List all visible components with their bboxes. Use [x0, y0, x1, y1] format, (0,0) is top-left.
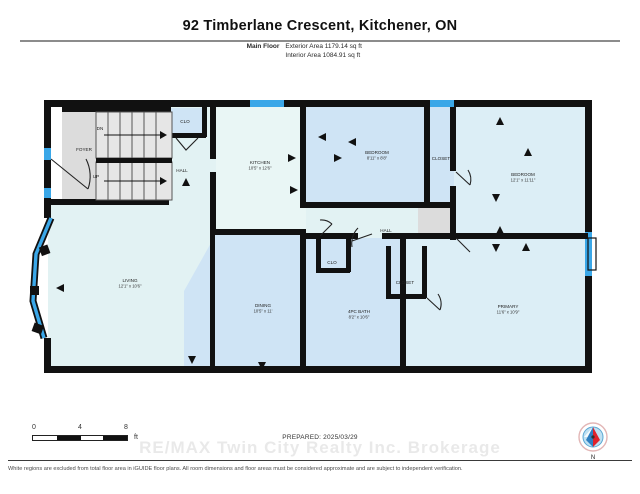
room-label: HALL	[176, 168, 188, 173]
room-name: BEDROOM	[365, 150, 389, 155]
room-name: LIVING	[122, 278, 137, 283]
room-name: DN	[97, 126, 104, 131]
room-name: HALL	[176, 168, 188, 173]
footer-disclaimer: White regions are excluded from total fl…	[8, 466, 463, 472]
room-dimensions: 12'1" x 11'11"	[511, 177, 536, 182]
room-name: FOYER	[76, 147, 93, 152]
room-label: HALL	[380, 228, 392, 233]
room-dimensions: 12'1" x 10'6"	[119, 283, 142, 288]
scale-seg-2	[103, 436, 127, 440]
room-name: HALL	[380, 228, 392, 233]
exterior-area: Exterior Area 1179.14 sq ft	[285, 43, 362, 50]
room-dimensions: 8'11" x 8'8"	[367, 155, 388, 160]
scale-tick-2: 8	[124, 424, 128, 431]
floor-label: Main Floor	[246, 43, 280, 50]
room-name: CLOSET	[396, 280, 415, 285]
room-label: CLOSET	[396, 280, 415, 285]
room-label: FOYER	[76, 147, 93, 152]
room-name: CLO	[180, 119, 190, 124]
room-name: UP	[93, 174, 99, 179]
room-label: CLOSET	[432, 156, 451, 161]
scale-bar: 0 4 8 ft	[32, 424, 152, 450]
scale-ticks: 0 4 8	[32, 424, 152, 434]
footer-divider	[8, 460, 632, 461]
room-label: CLO	[327, 260, 337, 265]
room-name: CLO	[327, 260, 337, 265]
scale-tick-0: 0	[32, 424, 36, 431]
room-label: DN	[97, 126, 104, 131]
room-name: KITCHEN	[250, 160, 270, 165]
page-title: 92 Timberlane Crescent, Kitchener, ON	[182, 18, 458, 34]
room-label: CLO	[180, 119, 190, 124]
direction-markers	[56, 117, 532, 370]
room-name: PRIMARY	[498, 304, 519, 309]
door-arcs	[50, 137, 472, 311]
room-dimensions: 10'5" x 11'	[254, 308, 273, 313]
scale-bar-track	[32, 435, 128, 441]
compass-rose: N	[576, 420, 610, 462]
staircase-up	[95, 161, 173, 201]
title-divider	[20, 40, 620, 42]
room-dimensions: 8'2" x 10'6"	[349, 314, 370, 319]
room-dimensions: 11'6" x 10'9"	[497, 309, 520, 314]
scale-tick-1: 4	[78, 424, 82, 431]
interior-area: Interior Area 1084.91 sq ft	[285, 52, 361, 59]
scale-unit: ft	[134, 434, 138, 441]
room-label: UP	[93, 174, 99, 179]
room-dimensions: 10'5" x 12'6"	[249, 165, 272, 170]
compass-label: N	[591, 455, 595, 461]
room-name: BEDROOM	[511, 172, 535, 177]
staircase-dn	[95, 111, 173, 159]
prepared-date: PREPARED: 2025/03/29	[282, 434, 358, 441]
bay-window	[29, 216, 55, 339]
scale-seg-1	[57, 436, 81, 440]
room-name: DINING	[255, 303, 272, 308]
room-name: 4PC BATH	[348, 309, 370, 314]
room-name: CLOSET	[432, 156, 451, 161]
